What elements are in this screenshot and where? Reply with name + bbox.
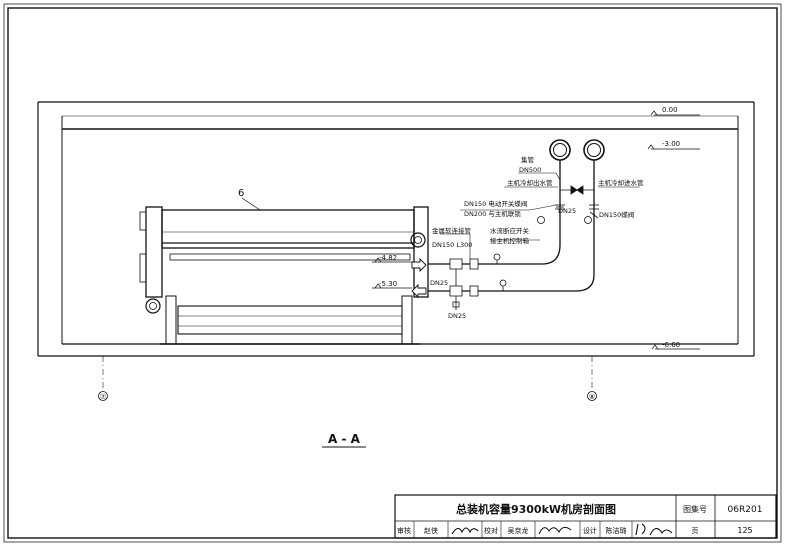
note-dn150-butterfly: DN150蝶阀: [599, 210, 634, 219]
note-dn25-bottom: DN25: [448, 312, 466, 320]
atlas-label: 图集号: [683, 504, 707, 514]
note-metal-hose: 金属软连接管: [432, 226, 472, 235]
atlas-number: 06R201: [728, 505, 763, 515]
part-number: 6: [238, 188, 244, 199]
checker-name: 吴京龙: [508, 526, 529, 535]
axis-label-right: ⑧: [589, 393, 595, 401]
elevation-slab: -3.00: [662, 140, 680, 148]
checker-signature: [538, 526, 572, 535]
note-header-pipe: 集管: [521, 155, 535, 164]
note-valve-dn200: DN200 与主机联锁: [464, 209, 521, 218]
elevation-marker-slab: [647, 144, 700, 150]
elevation-marker-upper-pipe: [372, 257, 412, 263]
title-block: [394, 494, 777, 539]
title-block-title: 总装机容量9300kW机房剖面图: [456, 502, 616, 516]
note-dn25-left: DN25: [430, 279, 448, 287]
reviewer-signature: [451, 527, 479, 535]
check-label: 校对: [484, 526, 498, 535]
outer-border: [3, 3, 782, 543]
valves: [449, 185, 599, 310]
elevation-floor: -6.60: [662, 341, 680, 349]
axis-bubble-right: [587, 391, 597, 401]
note-flow-switch: 水流断应开关: [490, 226, 530, 235]
part-leader: [241, 197, 261, 211]
leader-lines: [440, 172, 640, 259]
chiller-unit: [139, 206, 429, 345]
elevation-marker-ground: [650, 110, 700, 116]
note-chw-in: 主机冷却进水管: [598, 178, 644, 187]
elevation-marker-lower-pipe: [372, 283, 412, 289]
inner-border: [7, 7, 778, 539]
elevation-ground: 0.00: [662, 106, 678, 114]
note-header-dn: DN500: [519, 166, 541, 174]
header-pipes: [549, 139, 605, 161]
axis-label-left: ⑦: [100, 393, 106, 401]
axis-bubble-left: [98, 391, 108, 401]
piping: [428, 160, 595, 292]
designer-signature: [635, 523, 673, 536]
elevation-upper-pipe: -4.82: [379, 254, 397, 262]
note-hose-spec: DN150 L300: [432, 241, 472, 249]
elevation-lower-pipe: -5.30: [379, 280, 397, 288]
designer-name: 陈洁璐: [606, 526, 627, 535]
reviewer-name: 赵侠: [424, 526, 438, 535]
page-number: 125: [737, 526, 752, 535]
section-label: A - A: [328, 432, 361, 446]
page-label: 页: [692, 527, 699, 535]
axis-lines: [102, 356, 593, 392]
note-dn25-right: DN25: [558, 207, 576, 215]
elevation-marker-floor: [651, 344, 700, 350]
design-label: 设计: [583, 526, 597, 535]
note-flow-switch-2: 接主机控制箱: [490, 236, 530, 245]
note-valve-dn150: DN150 电动开关蝶阀: [464, 199, 527, 208]
note-chw-out: 主机冷却出水管: [507, 178, 553, 187]
flow-arrows: [411, 257, 427, 299]
review-label: 审核: [397, 526, 411, 535]
